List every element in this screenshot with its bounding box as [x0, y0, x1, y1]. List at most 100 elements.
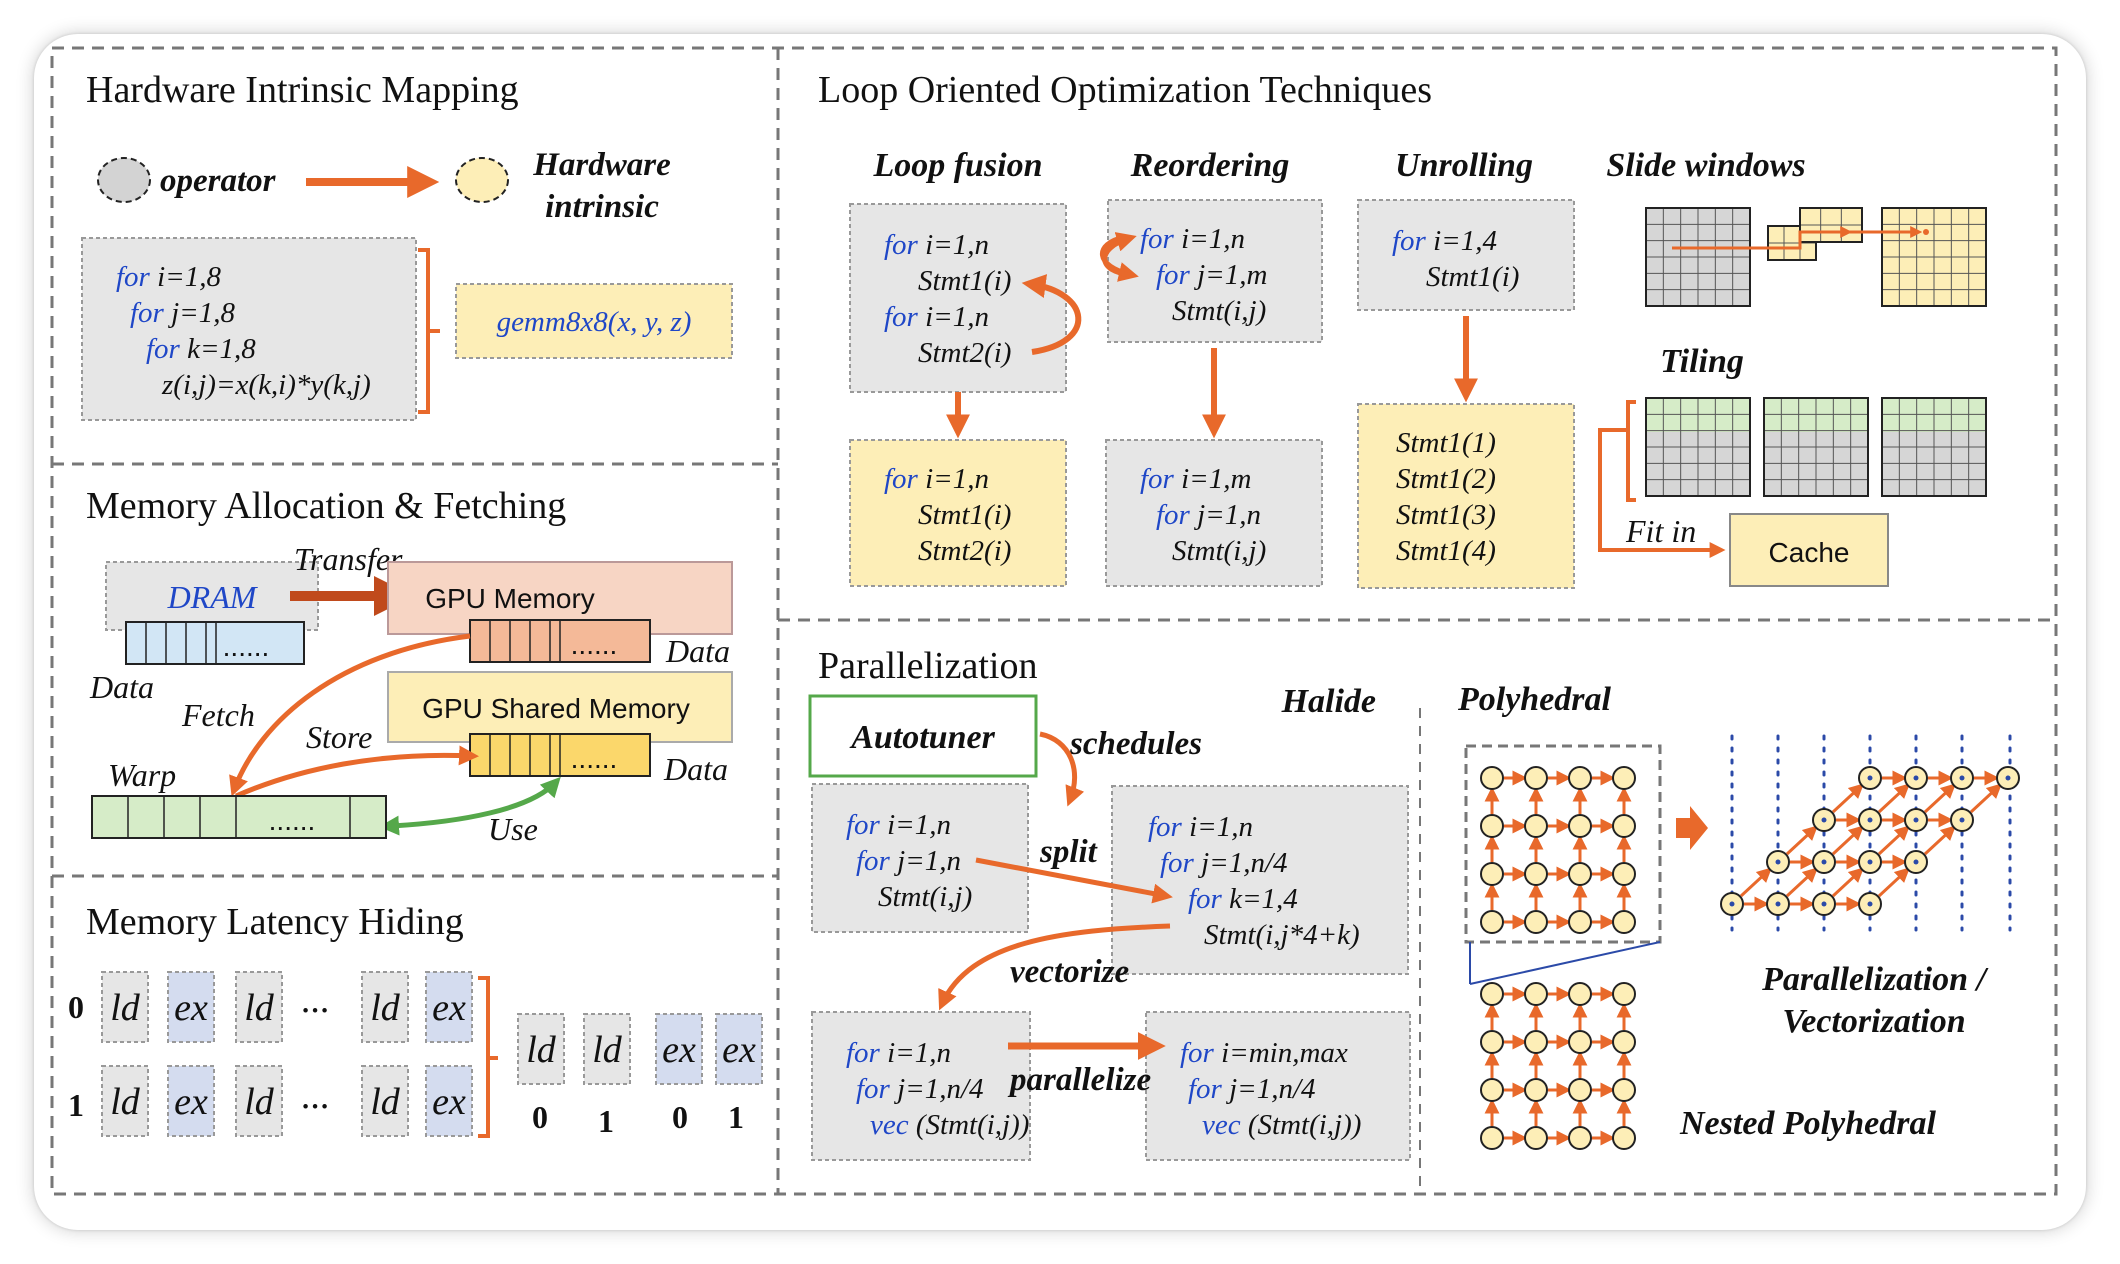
- shared-data-dots: ......: [571, 743, 618, 774]
- autotuner-box: [808, 694, 1038, 778]
- panel-borders: [50, 46, 2058, 1196]
- store-label: Store: [306, 719, 372, 755]
- code-rest: j=1,n/4: [1222, 1073, 1316, 1105]
- title-loop-optimization: Loop Oriented Optimization Techniques: [818, 69, 1432, 111]
- latency-ex-label: ex: [174, 1081, 208, 1123]
- par-arrow: [1923, 825, 1956, 856]
- latency-ex-label: ex: [432, 987, 466, 1029]
- poly-node: [1524, 1078, 1548, 1102]
- code-line: for j=1,n/4: [1160, 847, 1288, 879]
- code-rest: Stmt2(i): [918, 337, 1011, 369]
- par-node-lane-dot: [1913, 859, 1919, 865]
- poly-node: [1568, 766, 1592, 790]
- poly-node: [1524, 910, 1548, 934]
- code-rest: i=1,n: [880, 809, 951, 841]
- code-line: for i=1,n: [1148, 811, 1253, 843]
- grid-border: [1799, 207, 1863, 243]
- poly-node: [1568, 1126, 1592, 1150]
- intrinsic-label-2: intrinsic: [545, 189, 659, 225]
- code-rest: j=1,n/4: [1194, 847, 1288, 879]
- split-arrow: [975, 857, 1173, 904]
- par-node-lane-dot: [1959, 817, 1965, 823]
- code-line: Stmt1(i): [918, 499, 1011, 531]
- latency-ld-cell: [235, 1065, 283, 1137]
- latency-result-ex-cell: [715, 1013, 763, 1085]
- code-line: for i=min,max: [1180, 1037, 1348, 1069]
- code-rest: i=1,n: [1174, 223, 1245, 255]
- latency-bracket: [478, 976, 498, 1138]
- latency-num-b: 1: [598, 1103, 614, 1139]
- poly-node: [1568, 862, 1592, 886]
- warp-cells: [127, 796, 351, 838]
- par-arrow: [1831, 825, 1864, 856]
- code-line: for i=1,n: [884, 463, 989, 495]
- code-keyword: for: [1160, 847, 1195, 879]
- poly-node: [1480, 1126, 1504, 1150]
- par-arrow: [1877, 825, 1910, 856]
- par-node-lane-dot: [1959, 775, 1965, 781]
- latency-ellipsis-0: ...: [302, 979, 331, 1021]
- par-node-lane-dot: [1867, 859, 1873, 865]
- code-rest: (Stmt(i,j)): [909, 1109, 1030, 1141]
- slide-windows-title: Slide windows: [1606, 147, 1805, 184]
- latency-ex-label: ex: [432, 1081, 466, 1123]
- unrolled-stmt: Stmt1(1): [1396, 427, 1496, 459]
- code-line: Stmt(i,j*4+k): [1204, 919, 1360, 951]
- latency-ld-cell: [101, 971, 149, 1043]
- code-rest: j=1,m: [1190, 259, 1268, 291]
- par-node-lane-dot: [1775, 901, 1781, 907]
- halide-code-c-box: [811, 1011, 1031, 1161]
- latency-result-ld-cell: [517, 1013, 565, 1085]
- latency-result-ex-label: ex: [662, 1029, 696, 1071]
- code-line: for i=1,n: [884, 229, 989, 261]
- dram-label: DRAM: [167, 579, 259, 615]
- halide-code-b-box: [1111, 785, 1409, 975]
- par-arrow: [1831, 783, 1864, 814]
- poly-node: [1480, 982, 1504, 1006]
- unroll-after-box: [1357, 403, 1575, 589]
- hw-bracket: [418, 248, 440, 414]
- hw-code-box: [81, 237, 417, 421]
- code-keyword: for: [846, 1037, 881, 1069]
- warp-label: Warp: [108, 757, 176, 793]
- latency-ld-cell: [361, 971, 409, 1043]
- shared-memory-label: GPU Shared Memory: [422, 693, 690, 724]
- code-keyword: for: [856, 845, 891, 877]
- code-line: for i=1,n: [884, 301, 989, 333]
- unrolling-title: Unrolling: [1395, 147, 1533, 184]
- gpu-memory-label: GPU Memory: [425, 583, 595, 614]
- poly-node: [1612, 1126, 1636, 1150]
- par-arrow: [1877, 783, 1910, 814]
- code-rest: Stmt1(i): [1426, 261, 1519, 293]
- par-arrow: [1785, 825, 1818, 856]
- par-node-lane-dot: [1867, 775, 1873, 781]
- halide-title: Halide: [1281, 683, 1376, 720]
- latency-num-c: 0: [672, 1099, 688, 1135]
- latency-ld-label: ld: [244, 1081, 275, 1123]
- polyhedral-title: Polyhedral: [1457, 681, 1612, 718]
- latency-result-ld-label: ld: [526, 1029, 557, 1071]
- poly-node: [1612, 814, 1636, 838]
- code-keyword: for: [116, 261, 151, 293]
- poly-node: [1480, 1030, 1504, 1054]
- latency-ex-cell: [425, 971, 473, 1043]
- code-keyword: for: [884, 229, 919, 261]
- poly-node: [1480, 766, 1504, 790]
- poly-node: [1480, 814, 1504, 838]
- code-keyword: for: [1188, 1073, 1223, 1105]
- par-arrow: [1969, 783, 2002, 814]
- zoom-line-2: [1469, 941, 1661, 985]
- latency-ex-cell: [167, 1065, 215, 1137]
- poly-node: [1568, 1030, 1592, 1054]
- reorder-before-box: [1107, 199, 1323, 343]
- code-line: z(i,j)=x(k,i)*y(k,j): [161, 369, 371, 401]
- reorder-swap-arrow-2: [1102, 232, 1137, 278]
